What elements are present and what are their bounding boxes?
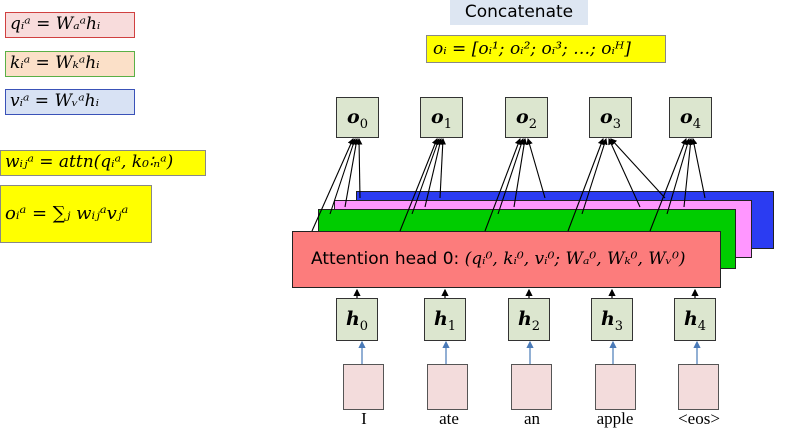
output-index: 1	[443, 116, 452, 132]
output-symbol: o	[431, 106, 444, 128]
attention-weight-equation: wᵢⱼᵃ = attn(qᵢᵃ, k₀∶ₙᵃ)	[0, 150, 206, 176]
hidden-node-1: h1	[424, 298, 466, 341]
hidden-node-3: h3	[591, 298, 633, 341]
head-to-output-arrows	[311, 137, 706, 232]
output-index: 0	[359, 116, 368, 132]
hidden-to-head-arrows	[353, 288, 699, 298]
hidden-index: 1	[447, 318, 457, 334]
output-node-1: o1	[420, 97, 463, 138]
key-equation: kᵢᵃ = Wₖᵃhᵢ	[5, 51, 135, 77]
hidden-node-0: h0	[336, 298, 378, 341]
attention-head-0-params: (qᵢ⁰, kᵢ⁰, vᵢ⁰; Wₐ⁰, Wₖ⁰, Wᵥ⁰)	[464, 249, 686, 269]
head-output-equation: oᵢᵃ = ∑ⱼ wᵢⱼᵃvⱼᵃ	[0, 185, 152, 243]
output-node-4: o4	[669, 97, 712, 138]
value-equation: vᵢᵃ = Wᵥᵃhᵢ	[5, 89, 135, 115]
word-label-1: ate	[439, 409, 459, 428]
input-embedding-4	[678, 364, 719, 410]
hidden-index: 2	[531, 318, 541, 334]
input-embedding-1	[427, 364, 468, 410]
word-label-4: <eos>	[678, 409, 720, 428]
output-node-2: o2	[505, 97, 548, 138]
output-symbol: o	[347, 106, 360, 128]
hidden-symbol: h	[433, 308, 448, 330]
output-index: 4	[692, 116, 701, 132]
output-node-3: o3	[589, 97, 632, 138]
output-symbol: o	[516, 106, 529, 128]
hidden-index: 0	[359, 318, 369, 334]
hidden-symbol: h	[600, 308, 615, 330]
output-node-0: o0	[336, 97, 379, 138]
hidden-node-2: h2	[508, 298, 550, 341]
hidden-symbol: h	[683, 308, 698, 330]
concatenate-equation: oᵢ = [oᵢ¹; oᵢ²; oᵢ³; …; oᵢᴴ]	[426, 35, 666, 63]
output-symbol: o	[600, 106, 613, 128]
word-label-2: an	[523, 409, 541, 428]
query-equation: qᵢᵃ = Wₐᵃhᵢ	[5, 12, 135, 38]
input-embedding-2	[511, 364, 552, 410]
hidden-symbol: h	[345, 308, 360, 330]
input-embedding-0	[343, 364, 384, 410]
hidden-node-4: h4	[674, 298, 716, 341]
word-label-3: apple	[596, 409, 634, 428]
word-label-0: I	[361, 409, 367, 428]
output-index: 2	[528, 116, 537, 132]
output-index: 3	[612, 116, 621, 132]
output-symbol: o	[680, 106, 693, 128]
attention-head-0: Attention head 0: (qᵢ⁰, kᵢ⁰, vᵢ⁰; Wₐ⁰, W…	[292, 231, 721, 288]
input-embedding-3	[595, 364, 636, 410]
concatenate-title: Concatenate	[450, 0, 588, 25]
input-to-hidden-arrows	[358, 340, 701, 364]
hidden-index: 4	[697, 318, 707, 334]
hidden-index: 3	[614, 318, 624, 334]
attention-head-0-label: Attention head 0:	[311, 249, 465, 269]
hidden-symbol: h	[517, 308, 532, 330]
